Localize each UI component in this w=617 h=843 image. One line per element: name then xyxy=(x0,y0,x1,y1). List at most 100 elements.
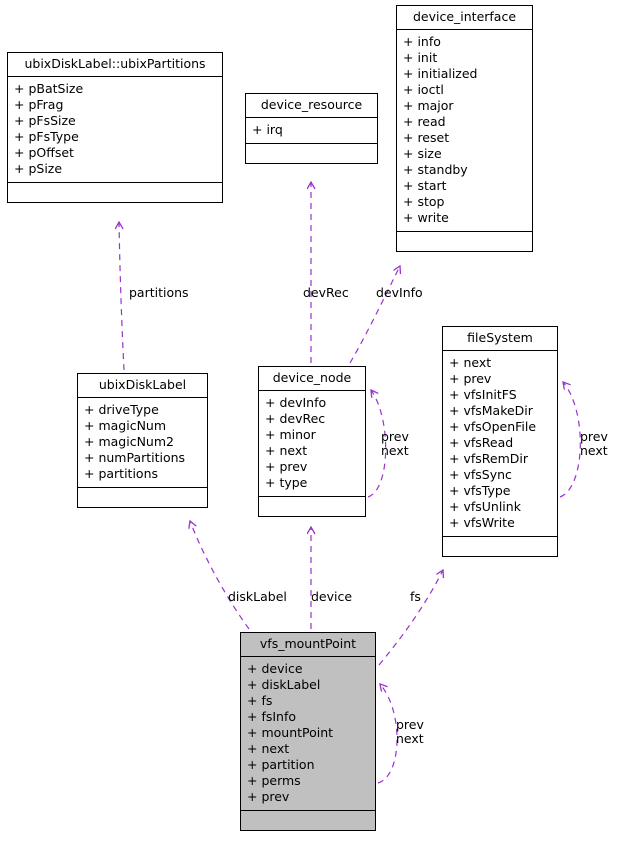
edge-label-diskLabel: diskLabel xyxy=(228,590,287,604)
uml-attribute: + next xyxy=(449,354,492,370)
uml-attribute: + read xyxy=(403,113,446,129)
edge-label-line: devInfo xyxy=(376,285,423,300)
uml-attribute: + fsInfo xyxy=(247,708,297,724)
edge-label-line: prev xyxy=(381,429,409,444)
uml-attribute: + reset xyxy=(403,129,450,145)
uml-class-attributes-ubixDiskLabel: + driveType+ magicNum+ magicNum2+ numPar… xyxy=(78,398,207,488)
uml-attribute: + diskLabel xyxy=(247,676,321,692)
uml-attribute: + start xyxy=(403,177,447,193)
edge-mountpoint-selfloop xyxy=(377,684,398,784)
uml-attribute: + pFrag xyxy=(14,96,64,112)
uml-class-device_interface[interactable]: device_interface+ info+ init+ initialize… xyxy=(396,5,533,252)
edge-label-line: next xyxy=(580,443,608,458)
uml-class-operations-vfs_mountPoint xyxy=(241,811,375,830)
edge-fs xyxy=(378,570,443,666)
uml-attribute: + pOffset xyxy=(14,144,74,160)
edge-label-devInfo: devInfo xyxy=(376,286,423,300)
edge-label-line: prev xyxy=(580,429,608,444)
edge-filesystem-selfloop xyxy=(559,382,581,498)
edge-label-line: device xyxy=(311,589,353,604)
uml-attribute: + mountPoint xyxy=(247,724,334,740)
edge-label-line: devRec xyxy=(303,285,349,300)
uml-attribute: + vfsType xyxy=(449,482,511,498)
edge-label-devRec: devRec xyxy=(303,286,349,300)
uml-class-attributes-fileSystem: + next+ prev+ vfsInitFS+ vfsMakeDir+ vfs… xyxy=(443,351,557,537)
uml-class-operations-ubixPartitions xyxy=(8,183,222,202)
uml-class-operations-ubixDiskLabel xyxy=(78,488,207,507)
uml-class-ubixDiskLabel[interactable]: ubixDiskLabel+ driveType+ magicNum+ magi… xyxy=(77,373,208,508)
uml-attribute: + write xyxy=(403,209,449,225)
uml-class-attributes-device_interface: + info+ init+ initialized+ ioctl+ major+… xyxy=(397,30,532,232)
uml-attribute: + stop xyxy=(403,193,445,209)
uml-attribute: + fs xyxy=(247,692,273,708)
uml-attribute: + magicNum2 xyxy=(84,433,174,449)
uml-class-device_node[interactable]: device_node+ devInfo+ devRec+ minor+ nex… xyxy=(258,366,366,517)
uml-attribute: + devRec xyxy=(265,410,326,426)
uml-attribute: + minor xyxy=(265,426,316,442)
uml-class-operations-device_interface xyxy=(397,232,532,251)
uml-attribute: + numPartitions xyxy=(84,449,186,465)
uml-attribute: + partitions xyxy=(84,465,159,481)
edge-label-line: fs xyxy=(410,589,421,604)
edge-label-line: prev xyxy=(396,717,424,732)
uml-attribute: + pBatSize xyxy=(14,80,84,96)
uml-attribute: + pFsType xyxy=(14,128,79,144)
edge-partitions xyxy=(119,222,125,371)
uml-attribute: + major xyxy=(403,97,454,113)
uml-attribute: + devInfo xyxy=(265,394,327,410)
uml-attribute: + vfsWrite xyxy=(449,514,515,530)
uml-attribute: + prev xyxy=(449,370,492,386)
uml-class-ubixPartitions[interactable]: ubixDiskLabel::ubixPartitions+ pBatSize+… xyxy=(7,52,223,203)
uml-attribute: + vfsSync xyxy=(449,466,512,482)
uml-class-operations-device_resource xyxy=(246,144,377,163)
uml-class-attributes-vfs_mountPoint: + device+ diskLabel+ fs+ fsInfo+ mountPo… xyxy=(241,657,375,811)
edge-label-line: partitions xyxy=(129,285,189,300)
uml-attribute: + next xyxy=(265,442,308,458)
uml-attribute: + ioctl xyxy=(403,81,444,97)
uml-attribute: + vfsUnlink xyxy=(449,498,521,514)
uml-class-title-vfs_mountPoint: vfs_mountPoint xyxy=(241,633,375,657)
edge-disklabel xyxy=(190,521,250,630)
uml-attribute: + next xyxy=(247,740,290,756)
uml-attribute: + irq xyxy=(252,121,283,137)
uml-attribute: + init xyxy=(403,49,438,65)
uml-class-title-fileSystem: fileSystem xyxy=(443,327,557,351)
uml-attribute: + pFsSize xyxy=(14,112,76,128)
uml-class-title-device_node: device_node xyxy=(259,367,365,391)
edge-label-fs: fs xyxy=(410,590,421,604)
uml-attribute: + size xyxy=(403,145,442,161)
uml-class-attributes-ubixPartitions: + pBatSize+ pFrag+ pFsSize+ pFsType+ pOf… xyxy=(8,77,222,183)
edge-devinfo xyxy=(349,266,400,364)
uml-attribute: + vfsRead xyxy=(449,434,514,450)
uml-class-operations-fileSystem xyxy=(443,537,557,556)
uml-attribute: + driveType xyxy=(84,401,159,417)
uml-attribute: + vfsMakeDir xyxy=(449,402,533,418)
uml-attribute: + partition xyxy=(247,756,315,772)
uml-attribute: + standby xyxy=(403,161,468,177)
edge-label-line: next xyxy=(396,731,424,746)
uml-attribute: + pSize xyxy=(14,160,63,176)
uml-attribute: + type xyxy=(265,474,308,490)
uml-attribute: + prev xyxy=(247,788,290,804)
uml-attribute: + initialized xyxy=(403,65,478,81)
uml-class-title-ubixDiskLabel: ubixDiskLabel xyxy=(78,374,207,398)
uml-class-attributes-device_resource: + irq xyxy=(246,118,377,144)
uml-class-device_resource[interactable]: device_resource + irq xyxy=(245,93,378,164)
edge-label-line: next xyxy=(381,443,409,458)
uml-class-operations-device_node xyxy=(259,497,365,516)
uml-class-fileSystem[interactable]: fileSystem+ next+ prev+ vfsInitFS+ vfsMa… xyxy=(442,326,558,557)
uml-attribute: + vfsOpenFile xyxy=(449,418,537,434)
uml-attribute: + prev xyxy=(265,458,308,474)
uml-attribute: + device xyxy=(247,660,303,676)
uml-attribute: + vfsRemDir xyxy=(449,450,528,466)
uml-class-attributes-device_node: + devInfo+ devRec+ minor+ next+ prev+ ty… xyxy=(259,391,365,497)
uml-attribute: + info xyxy=(403,33,441,49)
uml-class-vfs_mountPoint[interactable]: vfs_mountPoint+ device+ diskLabel+ fs+ f… xyxy=(240,632,376,831)
uml-class-title-ubixPartitions: ubixDiskLabel::ubixPartitions xyxy=(8,53,222,77)
uml-attribute: + magicNum xyxy=(84,417,167,433)
uml-class-title-device_resource: device_resource xyxy=(246,94,377,118)
edge-label-partitions: partitions xyxy=(129,286,189,300)
